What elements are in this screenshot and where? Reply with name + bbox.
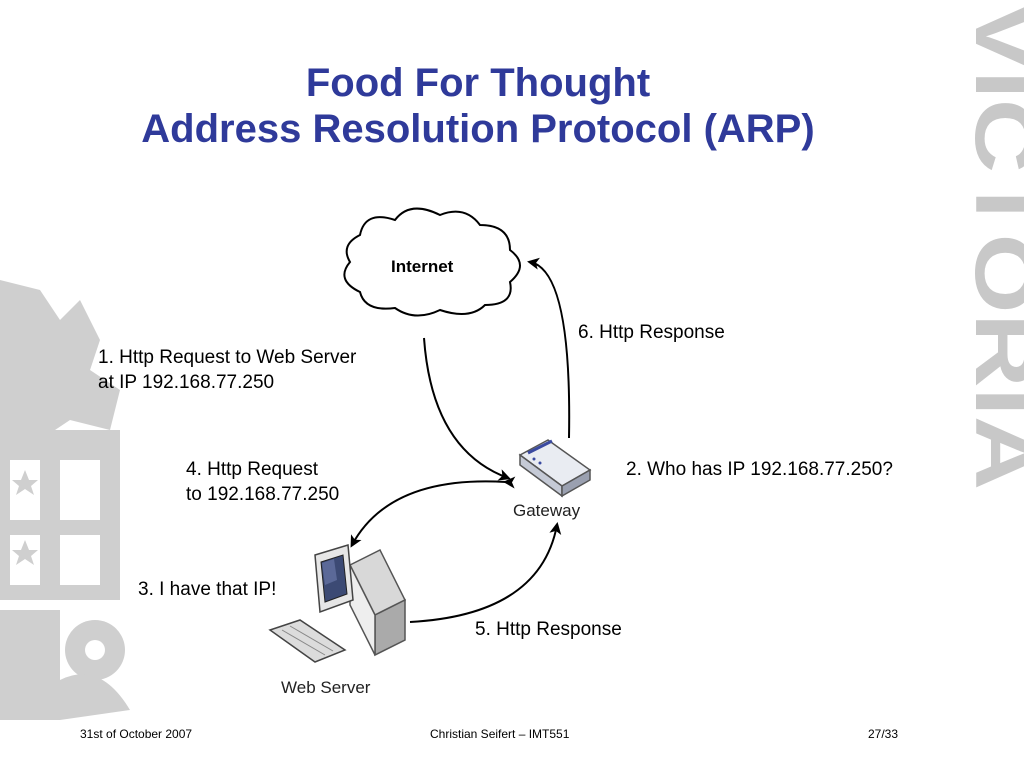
step-6-label: 6. Http Response xyxy=(578,322,725,343)
step-4-line-2: to 192.168.77.250 xyxy=(186,484,340,505)
footer-page-number: 27/33 xyxy=(868,727,899,741)
gateway-router-icon xyxy=(518,439,592,498)
arrow-response-to-internet xyxy=(527,257,571,439)
title-line-1: Food For Thought xyxy=(305,61,651,105)
step-1-line-2: at IP 192.168.77.250 xyxy=(98,372,275,393)
step-4-line-1: 4. Http Request xyxy=(186,459,319,480)
arrow-request-to-server xyxy=(350,476,516,548)
slide-title: Food For Thought Address Resolution Prot… xyxy=(60,60,896,152)
arrow-response-to-gateway xyxy=(409,522,562,623)
gateway-label: Gateway xyxy=(513,501,581,520)
victoria-watermark: VICTORIA xyxy=(918,0,1024,768)
step-1-line-1: 1. Http Request to Web Server xyxy=(98,347,357,368)
step-4-label: 4. Http Request to 192.168.77.250 xyxy=(186,457,339,507)
watermark-text: VICTORIA xyxy=(958,2,1024,490)
university-crest-watermark xyxy=(0,280,140,720)
web-server-label: Web Server xyxy=(281,678,371,697)
step-3-label: 3. I have that IP! xyxy=(138,579,277,600)
step-1-label: 1. Http Request to Web Server at IP 192.… xyxy=(98,345,356,395)
step-5-label: 5. Http Response xyxy=(475,619,622,640)
title-line-2: Address Resolution Protocol (ARP) xyxy=(141,107,815,151)
step-2-label: 2. Who has IP 192.168.77.250? xyxy=(626,459,893,480)
footer-date: 31st of October 2007 xyxy=(80,727,193,741)
internet-cloud-icon xyxy=(343,207,521,317)
web-server-computer-icon xyxy=(268,544,407,663)
internet-label: Internet xyxy=(391,257,454,276)
arrow-request-to-gateway xyxy=(423,337,511,481)
footer-author: Christian Seifert – IMT551 xyxy=(430,727,570,741)
